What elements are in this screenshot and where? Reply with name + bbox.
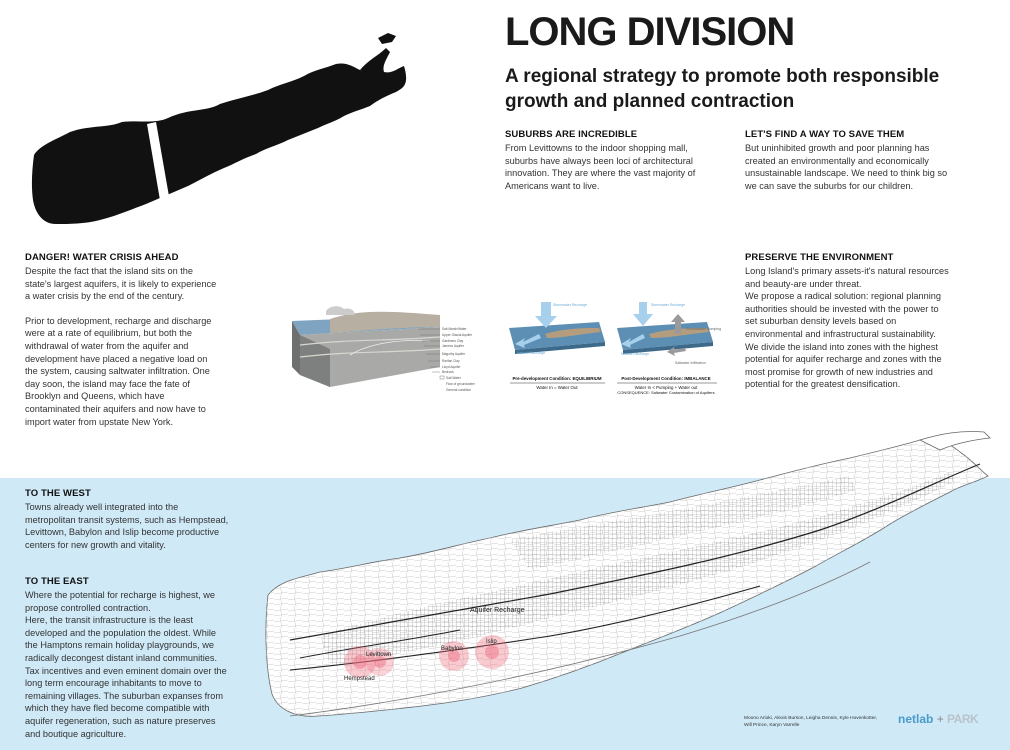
block-label: General condition <box>446 388 471 392</box>
section-danger: DANGER! WATER CRISIS AHEAD Despite the f… <box>25 252 220 428</box>
growth-zone-hempstead <box>344 646 376 678</box>
page-title: LONG DIVISION <box>505 10 795 54</box>
block-label: Salt Marsh/Water <box>442 327 467 331</box>
section-west: TO THE WEST Towns already well integrate… <box>25 488 230 551</box>
island-shape <box>31 51 407 225</box>
section-heading: LET'S FIND A WAY TO SAVE THEM <box>745 129 905 140</box>
slab-edge <box>515 342 605 354</box>
infiltration-arrow <box>667 346 686 356</box>
block-legend: Salt Marsh/Water Upper Glacial Aquifer G… <box>418 327 476 392</box>
cloud-icon <box>326 306 355 315</box>
aquifer-block-diagram: Salt Marsh/Water Upper Glacial Aquifer G… <box>292 306 476 392</box>
section-suburbs: SUBURBS ARE INCREDIBLE From Levittowns t… <box>505 129 700 192</box>
pumping-arrow <box>671 314 685 334</box>
section-body: We propose a radical solution: regional … <box>745 291 941 339</box>
block-label: Magothy Aquifer <box>442 352 466 356</box>
map-label-recharge: Aquifer Recharge <box>470 607 525 614</box>
growth-zone-levittown <box>366 648 394 676</box>
diagram-caption: Pre-development Condition: EQUILIBRIUM <box>512 376 601 381</box>
barrier-island <box>289 561 871 717</box>
section-body: We divide the island into zones with the… <box>745 341 942 390</box>
section-heading: SUBURBS ARE INCREDIBLE <box>505 129 638 140</box>
recharge-label: Stormwater Recharge <box>553 303 587 307</box>
discharge-label: Natural Discharge <box>517 351 545 355</box>
block-front-dark <box>300 335 330 387</box>
recharge-label: Stormwater Recharge <box>651 303 685 307</box>
diagram-consequence: CONSEQUENCE: Saltwater Contamination of … <box>617 390 714 395</box>
section-preserve: PRESERVE THE ENVIRONMENT Long Island's p… <box>745 252 950 391</box>
north-fork-shape <box>360 48 390 72</box>
section-save: LET'S FIND A WAY TO SAVE THEM But uninhi… <box>745 129 950 192</box>
division-line <box>147 122 170 206</box>
credits: Moono Arioki, Alexis Burson, Leigha Denn… <box>744 716 878 728</box>
brand-netlab: netlab <box>898 712 934 726</box>
section-body: Long Island's primary assets-it's natura… <box>745 266 949 289</box>
growth-zone-islip <box>475 635 509 669</box>
brand-park: PARK <box>947 712 979 726</box>
recharge-arrow <box>535 302 557 328</box>
block-label: Bedrock <box>442 370 454 374</box>
post-development-diagram: Stormwater Recharge Groundwater Pumping … <box>617 302 721 395</box>
section-east: TO THE EAST Where the potential for rech… <box>25 576 230 740</box>
map-label-islip: Islip <box>486 639 497 645</box>
pumping-label: Groundwater Pumping <box>686 327 721 331</box>
block-label: Salt Water <box>446 376 462 380</box>
block-land <box>330 311 440 333</box>
diagram-equation: Water In = Water Out <box>536 385 578 390</box>
rail-line <box>289 585 761 671</box>
section-body: Here, the transit infrastructure is the … <box>25 615 227 739</box>
page-subtitle: A regional strategy to promote both resp… <box>505 66 940 112</box>
discharge-label: Natural Discharge <box>621 352 649 356</box>
block-side <box>292 321 300 375</box>
section-body: But uninhibited growth and poor planning… <box>745 143 948 191</box>
block-label: Flow of groundwater <box>446 382 476 386</box>
growth-zone-babylon <box>439 641 469 671</box>
block-label: Raritan Clay <box>442 359 460 363</box>
recharge-zone <box>320 472 956 666</box>
recharge-zone <box>510 476 856 570</box>
flow-line <box>349 340 431 356</box>
recharge-arrow <box>633 302 653 326</box>
section-body: Where the potential for recharge is high… <box>25 590 215 613</box>
brand-plus: + <box>936 712 944 726</box>
gardiners-island-shape <box>378 33 396 44</box>
infiltration-label: Saltwater Infiltration <box>675 361 706 365</box>
block-label: Upper Glacial Aquifer <box>442 333 473 337</box>
brand-logo: netlab + PARK <box>898 712 979 726</box>
planning-map: Aquifer Recharge Levittown Hempstead Bab… <box>265 431 991 717</box>
slab-edge <box>623 342 713 354</box>
pre-development-diagram: Stormwater Recharge Natural Discharge Pr… <box>509 302 605 390</box>
section-body: Towns already well integrated into the m… <box>25 502 229 550</box>
block-layer <box>299 348 441 358</box>
section-heading: TO THE WEST <box>25 488 91 499</box>
long-island-silhouette <box>31 33 407 225</box>
section-heading: DANGER! WATER CRISIS AHEAD <box>25 252 179 263</box>
rail-line <box>299 629 461 659</box>
section-body: Despite the fact that the island sits on… <box>25 266 217 302</box>
rail-line <box>289 463 981 641</box>
map-label-levittown: Levittown <box>366 652 391 658</box>
section-heading: PRESERVE THE ENVIRONMENT <box>745 252 894 263</box>
block-label: Lloyd Aquifer <box>442 365 461 369</box>
map-label-babylon: Babylon <box>441 646 463 652</box>
discharge-arrow <box>515 334 541 348</box>
block-layer <box>299 336 441 346</box>
land-strip <box>545 328 601 338</box>
section-body: Prior to development, recharge and disch… <box>25 315 212 427</box>
diagram-equation: Water In < Pumping + Water out <box>635 385 698 390</box>
section-heading: TO THE EAST <box>25 576 89 587</box>
map-label-hempstead: Hempstead <box>344 676 375 682</box>
north-fork <box>918 431 991 451</box>
discharge-arrow <box>621 334 645 348</box>
block-label: Gardiners Clay <box>442 339 464 343</box>
section-body: From Levittowns to the indoor shopping m… <box>505 143 696 191</box>
block-label: Jameco Aquifer <box>442 344 465 348</box>
diagram-caption: Post-Development Condition: IMBALANCE <box>621 376 710 381</box>
